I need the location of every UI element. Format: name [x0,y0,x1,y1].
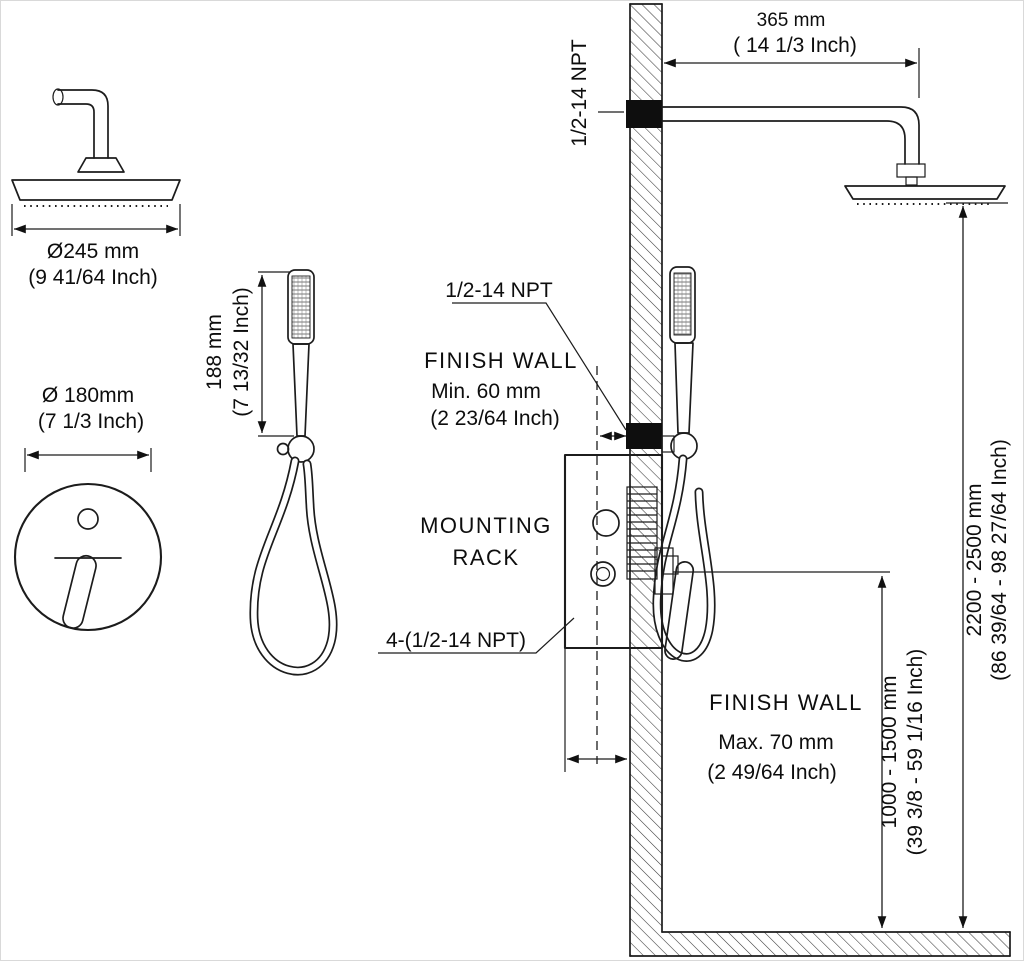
diverter-button [77,508,99,530]
trim-lever-body [62,554,97,630]
arm-pipe-outer [661,106,920,165]
arm-npt-label: 1/2-14 NPT [568,39,591,147]
wall-hatch [630,4,662,956]
valve-npt-label: 1/2-14 NPT [445,279,553,302]
wand-dim-extensions [258,271,294,437]
arm-outer-curve [57,89,109,159]
valve-trim-front-view: Ø 180mm (7 1/3 Inch) [13,384,163,632]
valve-height-dimension: 1000 - 1500 mm (39 3/8 - 59 1/16 Inch) [673,571,927,929]
ports-npt-callout: 4-(1/2-14 NPT) [378,617,575,654]
finish-wall-max-callout: FINISH WALL Max. 70 mm (2 49/64 Inch) [564,648,863,784]
wand-handle [292,343,310,437]
valve-cartridge-ribs [627,493,657,572]
holder-knob [276,442,290,456]
finish-wall-min-title: FINISH WALL [424,348,578,373]
arm-nut [896,163,926,178]
installed-hose-core [654,456,714,661]
finish-wall-max-inch: (2 49/64 Inch) [707,761,837,784]
rain-shower-head-side-view: Ø245 mm (9 41/64 Inch) [11,88,181,289]
finish-wall-max-title: FINISH WALL [709,690,863,715]
hand-shower-wall-connector [626,423,662,449]
trim-lever-handle [62,554,97,630]
valve-cartridge [626,486,658,580]
head-cone-flange [77,157,125,173]
valve-height-inch-label: (39 3/8 - 59 1/16 Inch) [904,649,927,856]
finish-wall-min-callout: FINISH WALL Min. 60 mm (2 23/64 Inch) [424,348,627,764]
wand-spray-face [291,275,311,339]
installed-rain-head [844,185,1006,200]
overall-height-mm-label: 2200 - 2500 mm [963,484,986,637]
valve-port-lower [590,561,616,587]
overall-height-dimension: 2200 - 2500 mm (86 39/64 - 98 27/64 Inch… [946,202,1011,929]
floor-hatch [662,932,1010,956]
mounting-rack-label-line2: RACK [452,545,519,570]
arm-wall-connector [626,100,662,128]
mounting-rack-frame [563,453,664,650]
valve-lever-handle [664,561,695,660]
head-dia-mm-label: Ø245 mm [47,240,139,263]
head-stem [905,176,918,186]
mounting-rack-label-group: MOUNTING RACK [420,513,552,570]
hose-core [251,458,336,674]
rain-head-plate [11,179,181,201]
wand-length-mm-label: 188 mm [203,314,226,390]
trim-dia-mm-label: Ø 180mm [42,384,134,407]
valve-npt-callout: 1/2-14 NPT [445,279,627,431]
installed-wand-spray-face [673,272,692,336]
arm-wall-end [52,88,64,106]
head-dia-inch-label: (9 41/64 Inch) [28,266,158,289]
finish-wall-min-value: Min. 60 mm [431,380,541,403]
wall-cross-section [629,3,1011,957]
finish-wall-max-value: Max. 70 mm [718,731,834,754]
trim-dim-extensions [24,448,152,472]
valve-height-mm-label: 1000 - 1500 mm [878,676,901,829]
hand-shower-view: 188 mm (7 13/32 Inch) [203,269,338,676]
valve-lever-body [664,561,695,660]
trim-plate [13,482,163,632]
arm-length-inch-label: ( 14 1/3 Inch) [733,34,857,57]
trim-dia-inch-label: (7 1/3 Inch) [38,410,144,433]
arm-inner-curve [57,103,95,159]
ports-npt-label: 4-(1/2-14 NPT) [386,629,526,652]
holder-bracket [661,435,675,453]
installed-hand-shower [626,266,716,662]
valve-body-extension [654,547,674,595]
finish-wall-min-inch: (2 23/64 Inch) [430,407,560,430]
wand-length-inch-label: (7 13/32 Inch) [230,287,253,417]
valve-port-lower-inner [595,566,611,582]
arm-length-mm-label: 365 mm [757,10,826,31]
arm-length-dimension: 365 mm ( 14 1/3 Inch) [663,10,920,98]
valve-npt-leader [452,302,627,431]
mounting-rack-label-line1: MOUNTING [420,513,552,538]
valve-port-upper [592,509,620,537]
overall-height-inch-label: (86 39/64 - 98 27/64 Inch) [988,439,1011,681]
installed-shower-arm [626,100,1006,205]
arm-npt-callout: 1/2-14 NPT [568,39,624,147]
ports-npt-leader [378,617,575,654]
mounting-rack-assembly [563,453,674,650]
head-dim-extensions [11,204,181,236]
arm-pipe-inner [661,120,906,165]
installed-wand-handle [674,342,694,434]
